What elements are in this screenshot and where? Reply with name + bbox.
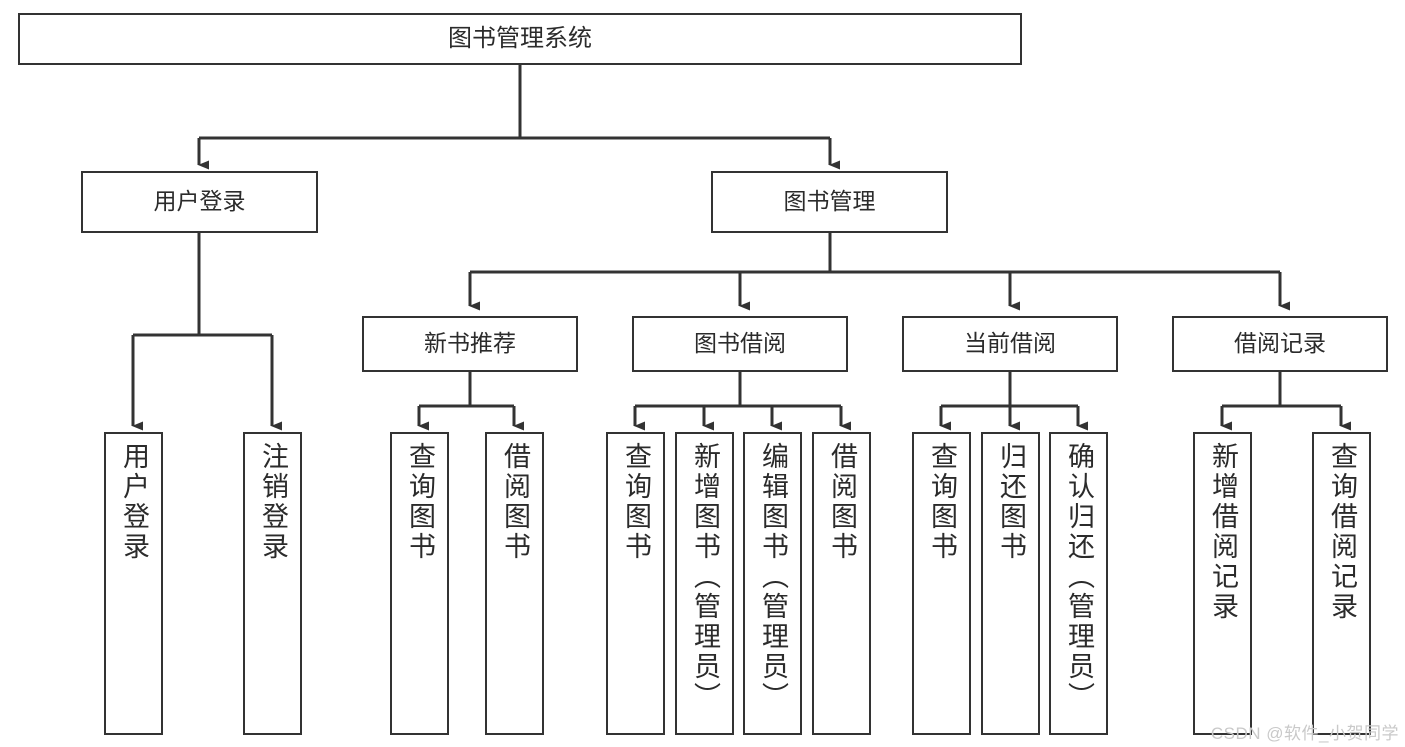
node-label: 查询图书	[927, 442, 957, 562]
leaf-confirm-return-admin[interactable]: 确认归还（管理员）	[1049, 432, 1108, 735]
node-label: 归还图书	[996, 442, 1026, 562]
leaf-add-book-admin[interactable]: 新增图书（管理员）	[675, 432, 734, 735]
leaf-query-book-current[interactable]: 查询图书	[912, 432, 971, 735]
leaf-query-borrow-record[interactable]: 查询借阅记录	[1312, 432, 1371, 735]
node-label: 借阅记录	[1234, 330, 1326, 357]
leaf-add-borrow-record[interactable]: 新增借阅记录	[1193, 432, 1252, 735]
node-label: 查询图书	[405, 442, 435, 562]
node-new-book-recommend[interactable]: 新书推荐	[362, 316, 578, 372]
node-label: 新增借阅记录	[1208, 442, 1238, 622]
leaf-logout-login[interactable]: 注销登录	[243, 432, 302, 735]
leaf-edit-book-admin[interactable]: 编辑图书（管理员）	[743, 432, 802, 735]
node-root-library-system[interactable]: 图书管理系统	[18, 13, 1022, 65]
node-label: 编辑图书（管理员）	[758, 442, 788, 712]
leaf-query-book-borrow[interactable]: 查询图书	[606, 432, 665, 735]
node-label: 借阅图书	[500, 442, 530, 562]
leaf-borrow-book-recommend[interactable]: 借阅图书	[485, 432, 544, 735]
node-label: 当前借阅	[964, 330, 1056, 357]
node-label: 图书借阅	[694, 330, 786, 357]
node-label: 新增图书（管理员）	[690, 442, 720, 712]
leaf-user-login[interactable]: 用户登录	[104, 432, 163, 735]
node-current-borrow[interactable]: 当前借阅	[902, 316, 1118, 372]
node-book-borrow[interactable]: 图书借阅	[632, 316, 848, 372]
node-label: 注销登录	[258, 442, 288, 562]
node-label: 图书管理	[783, 188, 876, 215]
node-label: 查询图书	[621, 442, 651, 562]
node-label: 查询借阅记录	[1327, 442, 1357, 622]
node-label: 图书管理系统	[448, 24, 592, 52]
node-label: 用户登录	[153, 188, 246, 215]
node-user-login[interactable]: 用户登录	[81, 171, 318, 233]
node-label: 确认归还（管理员）	[1064, 442, 1094, 712]
leaf-borrow-book[interactable]: 借阅图书	[812, 432, 871, 735]
node-borrow-record[interactable]: 借阅记录	[1172, 316, 1388, 372]
leaf-return-book[interactable]: 归还图书	[981, 432, 1040, 735]
node-label: 用户登录	[119, 442, 149, 562]
leaf-query-book-recommend[interactable]: 查询图书	[390, 432, 449, 735]
node-label: 新书推荐	[424, 330, 516, 357]
node-label: 借阅图书	[827, 442, 857, 562]
node-book-management[interactable]: 图书管理	[711, 171, 948, 233]
